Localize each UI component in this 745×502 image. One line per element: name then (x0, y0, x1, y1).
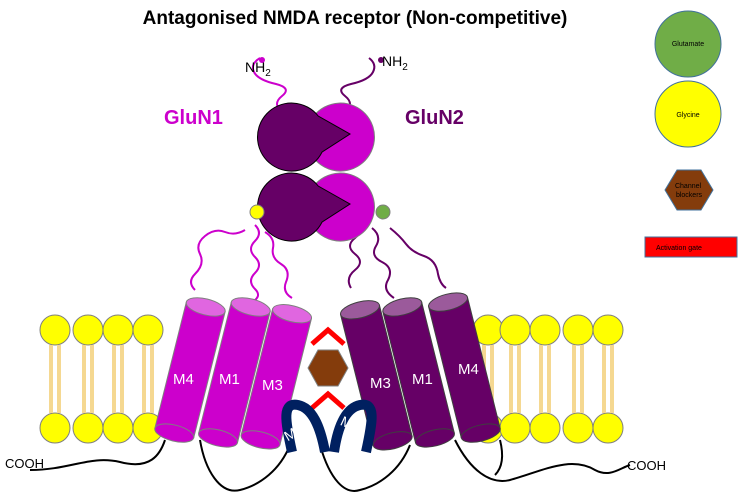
c-term-label-left: COOH (5, 456, 44, 471)
legend-swatch-glutamate (654, 10, 722, 78)
glun1-helix-m3 (240, 304, 313, 450)
legend-swatch-channel-blockers (664, 169, 714, 211)
glun1-helices: M4 M1 M3 (154, 297, 313, 450)
n-term-label-right: NH2 (382, 53, 408, 73)
legend-item-glycine: Glycine (654, 80, 722, 148)
c-term-label-right: COOH (627, 458, 666, 473)
subunit-label-glun1: GluN1 (164, 107, 223, 129)
glun1-helix-m4 (154, 297, 226, 443)
legend-item-activation-gate: Activation gate (644, 236, 738, 258)
c-terminal-tails (29, 439, 631, 492)
pore-channel-blocker (307, 349, 349, 387)
n-term-tail-left (251, 57, 287, 113)
legend-item-channel-blockers: Channel blockers (664, 169, 714, 211)
glun2-helix-m3 (339, 300, 413, 451)
glun1-helix-label-m3: M3 (262, 377, 283, 394)
legend-item-glutamate: Glutamate (654, 10, 722, 78)
legend: Glutamate Glycine Channel blockers Activ… (644, 10, 738, 258)
glun2-helix-m1 (382, 297, 455, 448)
n-term-tail-right (340, 57, 376, 113)
n-term-dot-right (378, 57, 384, 63)
legend-swatch-activation-gate (644, 236, 738, 258)
legend-label-activation-gate: Activation gate (656, 245, 702, 252)
glun1-helix-label-m4: M4 (173, 371, 194, 388)
diagram-title: Antagonised NMDA receptor (Non-competiti… (143, 8, 568, 29)
glun2-helix-label-m4: M4 (458, 361, 479, 378)
glun2-helix-label-m3: M3 (370, 375, 391, 392)
glun2-helices: M3 M1 M4 (339, 292, 501, 451)
legend-label-channel-blockers: Channel blockers (675, 183, 703, 199)
activation-gate (310, 326, 346, 410)
linkers (190, 221, 447, 304)
legend-label-glycine: Glycine (676, 112, 699, 119)
glun2-helix-label-m1: M1 (412, 371, 433, 388)
legend-label-glutamate: Glutamate (672, 41, 704, 48)
glun1-helix-m1 (198, 297, 271, 448)
legend-swatch-glycine (654, 80, 722, 148)
n-term-label-left: NH2 (245, 59, 271, 79)
bound-glycine (249, 204, 265, 220)
pore-loops: M2 M2 (281, 399, 377, 454)
glun1-helix-label-m1: M1 (219, 371, 240, 388)
glun2-atd-domain (257, 102, 351, 172)
n-term-dot-left (259, 57, 265, 63)
pore-loop-label-right: M2 (338, 413, 363, 436)
subunit-label-glun2: GluN2 (405, 107, 464, 129)
bound-glutamate (375, 204, 391, 220)
glun2-helix-m4 (428, 292, 501, 443)
